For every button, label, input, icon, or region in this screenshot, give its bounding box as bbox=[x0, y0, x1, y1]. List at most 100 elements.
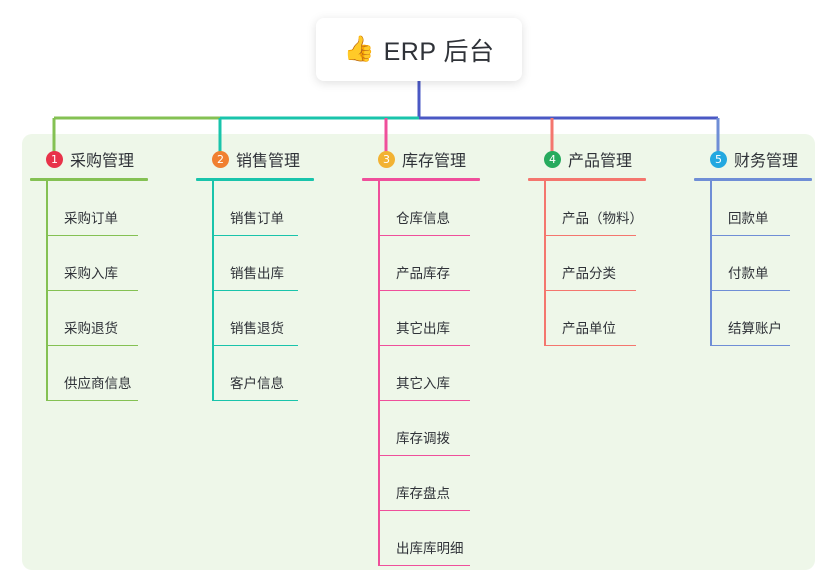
list-item-label: 其它入库 bbox=[396, 376, 450, 391]
column-rule-2 bbox=[196, 178, 314, 181]
column-spine-3 bbox=[378, 181, 380, 566]
column-items-3: 仓库信息产品库存其它出库其它入库库存调拨库存盘点出库库明细 bbox=[362, 181, 522, 566]
list-item[interactable]: 销售退货 bbox=[212, 291, 346, 346]
list-item-rule bbox=[710, 344, 790, 346]
diagram-panel bbox=[22, 134, 815, 570]
column-spine-5 bbox=[710, 181, 712, 346]
list-item[interactable]: 客户信息 bbox=[212, 346, 346, 401]
list-item-label: 其它出库 bbox=[396, 321, 450, 336]
list-item-rule bbox=[378, 454, 470, 456]
column-2: 2 销售管理销售订单销售出库销售退货客户信息 bbox=[196, 146, 346, 401]
list-item[interactable]: 销售订单 bbox=[212, 181, 346, 236]
list-item-label: 产品分类 bbox=[562, 266, 616, 281]
list-item-rule bbox=[378, 289, 470, 291]
column-spine-2 bbox=[212, 181, 214, 401]
list-item-label: 库存调拨 bbox=[396, 431, 450, 446]
list-item-rule bbox=[46, 234, 138, 236]
root-title: ERP 后台 bbox=[383, 37, 495, 66]
column-rule-5 bbox=[694, 178, 812, 181]
list-item-label: 采购入库 bbox=[64, 266, 118, 281]
list-item-label: 库存盘点 bbox=[396, 486, 450, 501]
list-item-rule bbox=[46, 344, 138, 346]
column-title-4: 产品管理 bbox=[568, 153, 633, 170]
list-item-rule bbox=[710, 289, 790, 291]
list-item-rule bbox=[378, 399, 470, 401]
column-items-2: 销售订单销售出库销售退货客户信息 bbox=[196, 181, 346, 401]
list-item-rule bbox=[710, 234, 790, 236]
list-item-label: 采购退货 bbox=[64, 321, 118, 336]
list-item-rule bbox=[212, 344, 298, 346]
list-item[interactable]: 供应商信息 bbox=[46, 346, 180, 401]
list-item-label: 出库库明细 bbox=[396, 541, 464, 556]
list-item[interactable]: 库存盘点 bbox=[378, 456, 522, 511]
list-item-rule bbox=[378, 509, 470, 511]
list-item-rule bbox=[544, 344, 636, 346]
list-item-rule bbox=[46, 289, 138, 291]
list-item[interactable]: 采购订单 bbox=[46, 181, 180, 236]
list-item[interactable]: 其它出库 bbox=[378, 291, 522, 346]
list-item-label: 产品（物料） bbox=[562, 211, 643, 226]
list-item-label: 产品单位 bbox=[562, 321, 616, 336]
column-spine-4 bbox=[544, 181, 546, 346]
column-items-4: 产品（物料） 产品分类产品单位 bbox=[528, 181, 688, 346]
column-title-1: 采购管理 bbox=[70, 153, 135, 170]
list-item[interactable]: 采购入库 bbox=[46, 236, 180, 291]
list-item-rule bbox=[544, 234, 636, 236]
list-item[interactable]: 结算账户 bbox=[710, 291, 834, 346]
column-title-2: 销售管理 bbox=[236, 153, 301, 170]
column-items-5: 回款单付款单结算账户 bbox=[694, 181, 834, 346]
column-rule-1 bbox=[30, 178, 148, 181]
column-4: 4 产品管理产品（物料） 产品分类产品单位 bbox=[528, 146, 688, 346]
list-item-rule bbox=[212, 234, 298, 236]
column-header-4[interactable]: 4 产品管理 bbox=[528, 146, 688, 172]
list-item-label: 客户信息 bbox=[230, 376, 284, 391]
list-item-label: 销售订单 bbox=[230, 211, 284, 226]
list-item[interactable]: 仓库信息 bbox=[378, 181, 522, 236]
root-node[interactable]: 👍 ERP 后台 bbox=[316, 18, 522, 81]
list-item-label: 仓库信息 bbox=[396, 211, 450, 226]
column-1: 1 采购管理采购订单采购入库采购退货供应商信息 bbox=[30, 146, 180, 401]
column-badge-icon-2: 2 bbox=[212, 150, 229, 168]
list-item[interactable]: 其它入库 bbox=[378, 346, 522, 401]
list-item[interactable]: 回款单 bbox=[710, 181, 834, 236]
column-badge-icon-3: 3 bbox=[378, 150, 395, 168]
list-item-label: 供应商信息 bbox=[64, 376, 132, 391]
column-title-5: 财务管理 bbox=[734, 153, 799, 170]
list-item-rule bbox=[212, 289, 298, 291]
list-item[interactable]: 产品分类 bbox=[544, 236, 688, 291]
list-item-rule bbox=[378, 234, 470, 236]
column-badge-icon-4: 4 bbox=[544, 150, 561, 168]
list-item[interactable]: 产品单位 bbox=[544, 291, 688, 346]
list-item-label: 付款单 bbox=[728, 266, 769, 281]
list-item-label: 销售退货 bbox=[230, 321, 284, 336]
list-item-rule bbox=[544, 289, 636, 291]
column-items-1: 采购订单采购入库采购退货供应商信息 bbox=[30, 181, 180, 401]
list-item-rule bbox=[212, 399, 298, 401]
list-item-label: 结算账户 bbox=[728, 321, 782, 336]
list-item[interactable]: 销售出库 bbox=[212, 236, 346, 291]
list-item[interactable]: 付款单 bbox=[710, 236, 834, 291]
list-item[interactable]: 产品库存 bbox=[378, 236, 522, 291]
list-item[interactable]: 出库库明细 bbox=[378, 511, 522, 566]
column-header-2[interactable]: 2 销售管理 bbox=[196, 146, 346, 172]
column-badge-icon-1: 1 bbox=[46, 150, 63, 168]
list-item-label: 回款单 bbox=[728, 211, 769, 226]
column-header-1[interactable]: 1 采购管理 bbox=[30, 146, 180, 172]
list-item-rule bbox=[378, 344, 470, 346]
list-item-rule bbox=[378, 564, 470, 566]
list-item[interactable]: 采购退货 bbox=[46, 291, 180, 346]
list-item-label: 销售出库 bbox=[230, 266, 284, 281]
list-item-label: 产品库存 bbox=[396, 266, 450, 281]
list-item[interactable]: 产品（物料） bbox=[544, 181, 688, 236]
thumbs-up-icon: 👍 bbox=[343, 35, 375, 63]
list-item-rule bbox=[46, 399, 138, 401]
list-item-label: 采购订单 bbox=[64, 211, 118, 226]
column-rule-4 bbox=[528, 178, 646, 181]
column-rule-3 bbox=[362, 178, 480, 181]
column-spine-1 bbox=[46, 181, 48, 401]
list-item[interactable]: 库存调拨 bbox=[378, 401, 522, 456]
